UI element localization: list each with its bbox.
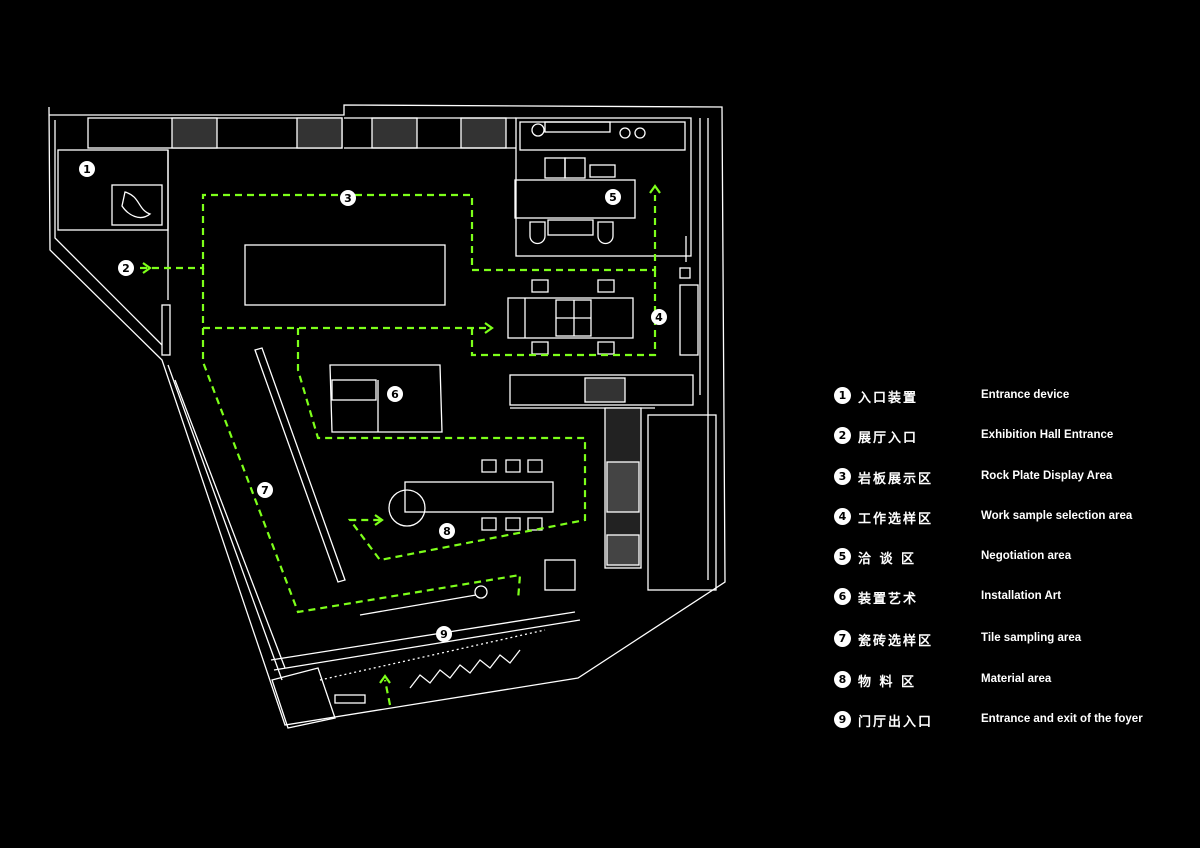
legend-number: 6	[834, 588, 851, 605]
legend-item: 8 物 料 区 Material area	[834, 670, 1174, 690]
legend-item: 4 工作选样区 Work sample selection area	[834, 507, 1174, 527]
legend-number: 5	[834, 548, 851, 565]
legend-chinese-label: 岩板展示区	[858, 472, 934, 487]
legend-english-label: Entrance and exit of the foyer	[981, 713, 1143, 725]
legend-number: 8	[834, 671, 851, 688]
legend-chinese-label: 物 料 区	[858, 675, 917, 690]
walls	[48, 104, 726, 729]
svg-text:7: 7	[261, 484, 269, 497]
legend-english-label: Entrance device	[981, 389, 1070, 401]
legend-item: 6 装置艺术 Installation Art	[834, 587, 1174, 607]
svg-text:8: 8	[443, 525, 451, 538]
svg-text:9: 9	[440, 628, 448, 641]
legend-english-label: Installation Art	[981, 590, 1062, 602]
legend-chinese-label: 展厅入口	[858, 431, 919, 446]
marker-3: 3	[340, 190, 356, 206]
legend-item: 2 展厅入口 Exhibition Hall Entrance	[834, 426, 1174, 446]
route-arrows	[142, 184, 661, 684]
marker-2: 2	[118, 260, 134, 276]
legend-english-label: Negotiation area	[981, 550, 1072, 562]
legend-number: 7	[834, 630, 851, 647]
svg-text:3: 3	[344, 192, 352, 205]
marker-5: 5	[605, 189, 621, 205]
marker-1: 1	[79, 161, 95, 177]
svg-text:5: 5	[609, 191, 617, 204]
legend-number: 3	[834, 468, 851, 485]
marker-8: 8	[439, 523, 455, 539]
legend-chinese-label: 工作选样区	[858, 512, 934, 527]
legend-item: 7 瓷砖选样区 Tile sampling area	[834, 629, 1174, 649]
legend-number: 9	[834, 711, 851, 728]
legend-english-label: Work sample selection area	[981, 510, 1133, 522]
legend-chinese-label: 入口装置	[858, 391, 919, 406]
legend-english-label: Tile sampling area	[981, 632, 1082, 644]
svg-text:2: 2	[122, 262, 130, 275]
legend-chinese-label: 洽 谈 区	[858, 552, 917, 567]
marker-4: 4	[651, 309, 667, 325]
svg-text:4: 4	[655, 311, 663, 324]
marker-7: 7	[257, 482, 273, 498]
legend-chinese-label: 瓷砖选样区	[858, 634, 934, 649]
legend-chinese-label: 门厅出入口	[858, 715, 934, 730]
marker-6: 6	[387, 386, 403, 402]
legend-chinese-label: 装置艺术	[858, 592, 919, 607]
circulation-route	[140, 193, 657, 706]
svg-text:1: 1	[83, 163, 91, 176]
svg-text:6: 6	[391, 388, 399, 401]
legend-item: 3 岩板展示区 Rock Plate Display Area	[834, 467, 1174, 487]
legend-english-label: Exhibition Hall Entrance	[981, 429, 1114, 441]
legend-number: 4	[834, 508, 851, 525]
legend-number: 2	[834, 427, 851, 444]
legend-item: 1 入口装置 Entrance device	[834, 386, 1174, 406]
legend-item: 5 洽 谈 区 Negotiation area	[834, 547, 1174, 567]
marker-9: 9	[436, 626, 452, 642]
plan-markers: 1 2 3 4 5 6 7 8 9	[79, 161, 667, 642]
legend-english-label: Material area	[981, 673, 1052, 685]
legend-number: 1	[834, 387, 851, 404]
legend-item: 9 门厅出入口 Entrance and exit of the foyer	[834, 710, 1174, 730]
legend-english-label: Rock Plate Display Area	[981, 470, 1113, 482]
